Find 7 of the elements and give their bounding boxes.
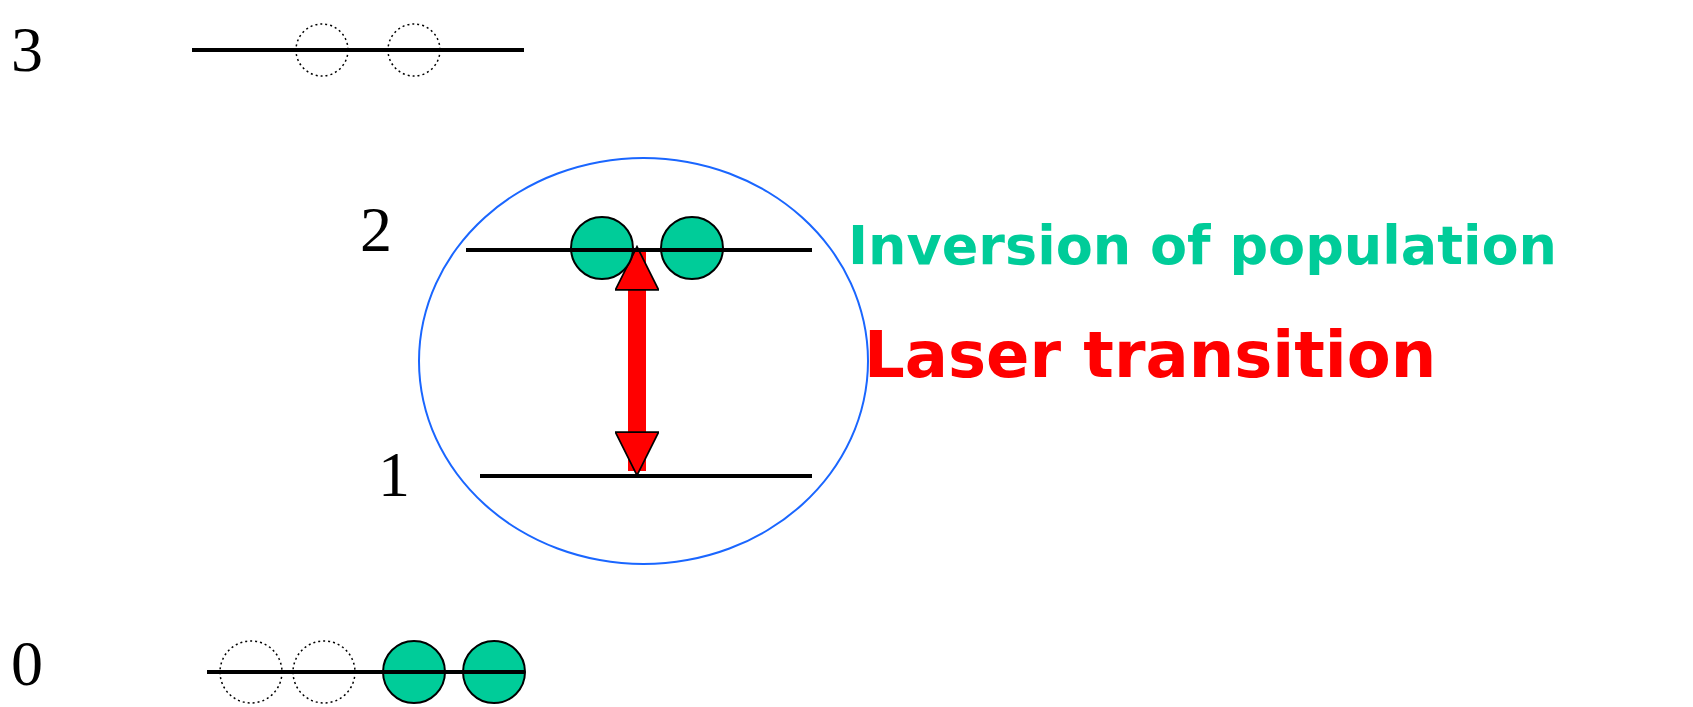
annotation-text: Inversion of population [848, 214, 1558, 277]
level-number: 3 [11, 18, 43, 82]
double-arrow [614, 245, 660, 477]
level-number: 0 [11, 632, 43, 696]
transition-label: Laser transition [864, 318, 1437, 392]
level-number: 1 [378, 443, 410, 507]
level-number: 2 [360, 198, 392, 262]
